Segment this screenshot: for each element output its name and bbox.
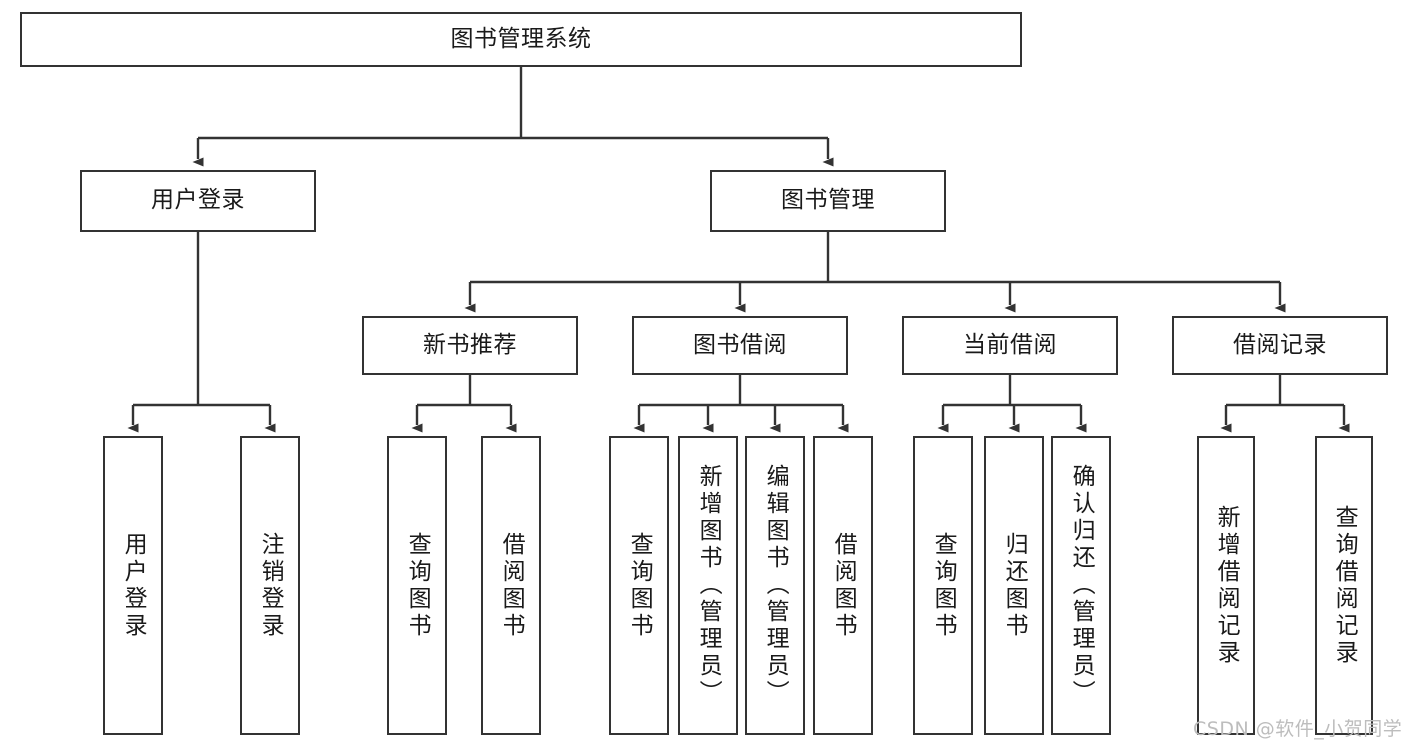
node-l4[interactable]: 借阅图书 [481,436,541,735]
node-l2[interactable]: 注销登录 [240,436,300,735]
node-l1[interactable]: 用户登录 [103,436,163,735]
node-label: 图书管理 [781,187,875,214]
node-current[interactable]: 当前借阅 [902,316,1118,375]
node-label: 注销登录 [257,531,284,640]
node-label: 查询借阅记录 [1331,504,1358,667]
node-l9[interactable]: 查询图书 [913,436,973,735]
node-label: 用户登录 [151,187,245,214]
node-label: 归还图书 [1001,531,1028,640]
node-l8[interactable]: 借阅图书 [813,436,873,735]
node-label: 查询图书 [404,531,431,640]
node-l3[interactable]: 查询图书 [387,436,447,735]
node-label: 用户登录 [120,531,147,640]
node-l6[interactable]: 新增图书（管理员） [678,436,738,735]
node-label: 借阅记录 [1233,331,1327,358]
node-login[interactable]: 用户登录 [80,170,316,232]
node-label: 图书管理系统 [450,25,592,52]
node-label: 新增图书（管理员） [695,464,722,707]
node-label: 图书借阅 [693,331,787,358]
node-root[interactable]: 图书管理系统 [20,12,1022,67]
node-label: 查询图书 [930,531,957,640]
node-l13[interactable]: 查询借阅记录 [1315,436,1373,735]
node-l11[interactable]: 确认归还（管理员） [1051,436,1111,735]
node-borrow[interactable]: 图书借阅 [632,316,848,375]
node-l12[interactable]: 新增借阅记录 [1197,436,1255,735]
node-l7[interactable]: 编辑图书（管理员） [745,436,805,735]
node-label: 借阅图书 [830,531,857,640]
node-newrec[interactable]: 新书推荐 [362,316,578,375]
node-label: 查询图书 [626,531,653,640]
node-label: 确认归还（管理员） [1068,464,1095,707]
watermark: CSDN @软件_小贺同学 [1193,718,1403,740]
node-label: 新书推荐 [423,331,517,358]
node-bookmgmt[interactable]: 图书管理 [710,170,946,232]
node-l10[interactable]: 归还图书 [984,436,1044,735]
node-label: 新增借阅记录 [1213,504,1240,667]
node-label: 借阅图书 [498,531,525,640]
node-label: 编辑图书（管理员） [762,464,789,707]
node-l5[interactable]: 查询图书 [609,436,669,735]
node-label: 当前借阅 [963,331,1057,358]
node-records[interactable]: 借阅记录 [1172,316,1388,375]
